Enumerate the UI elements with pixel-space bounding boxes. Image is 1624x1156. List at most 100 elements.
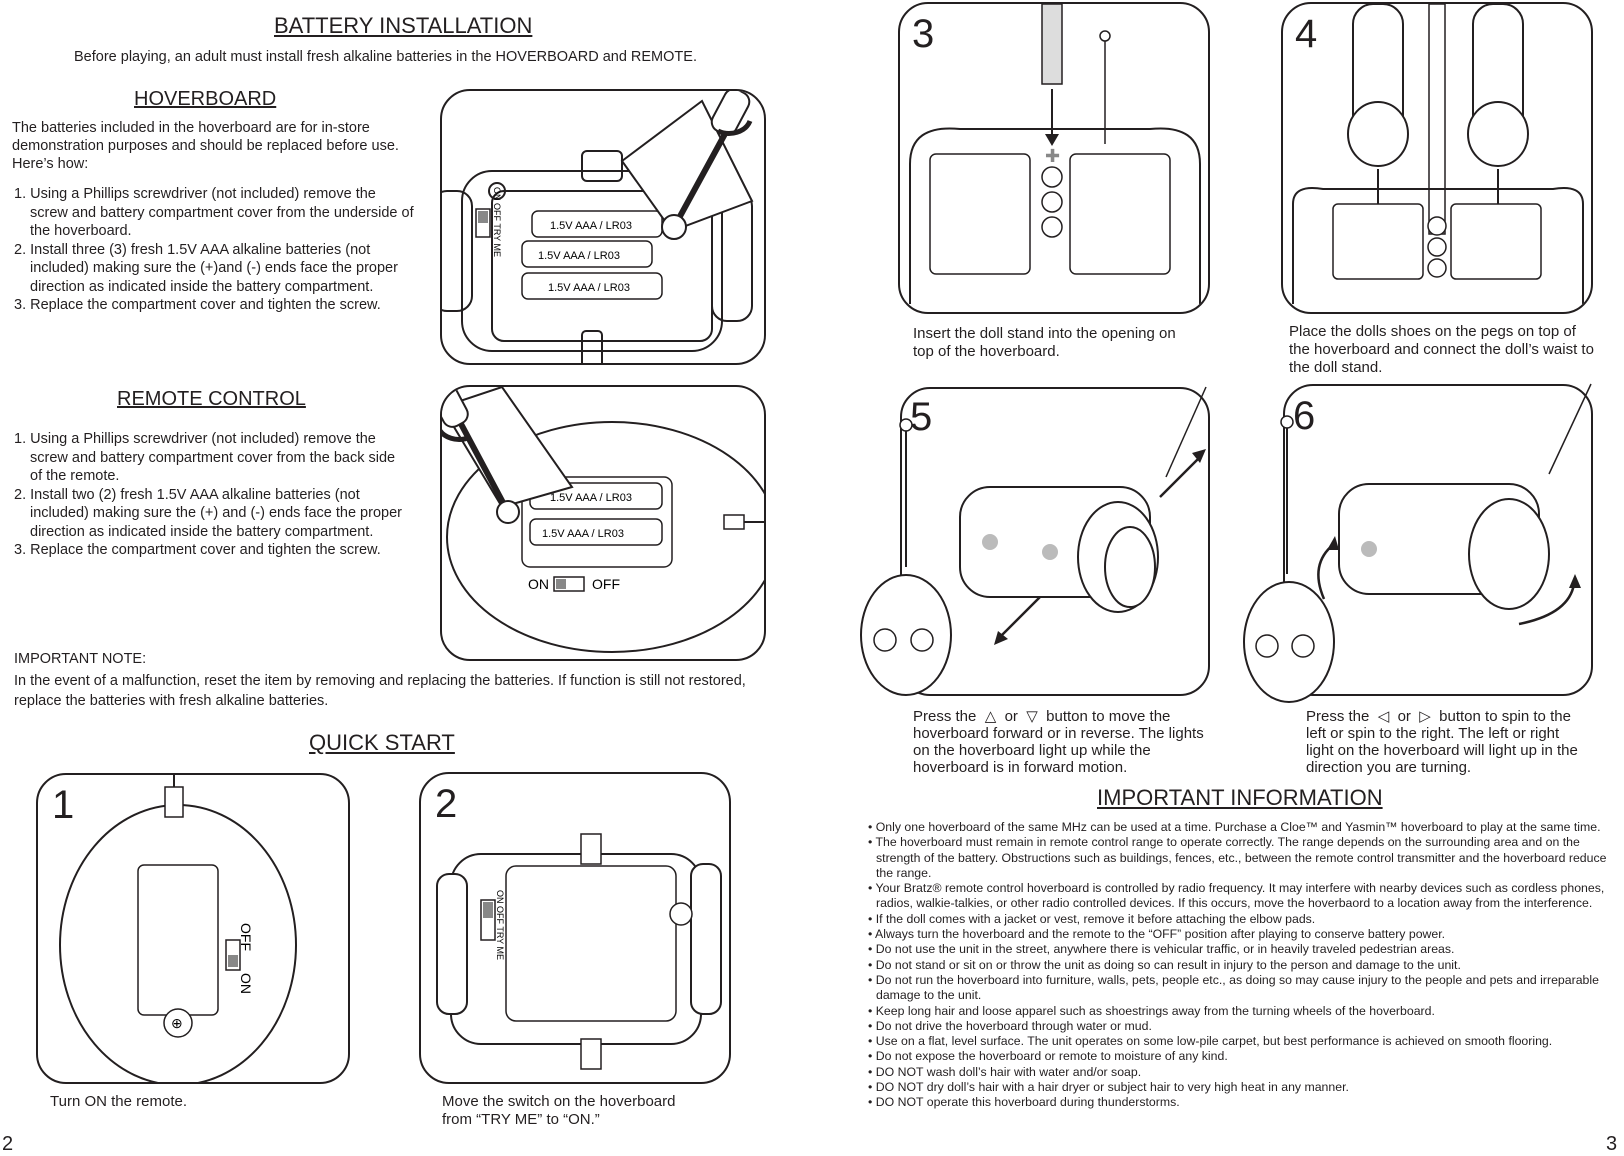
info-item: • If the doll comes with a jacket or ves…	[868, 911, 1316, 926]
info-item: • Do not drive the hoverboard through wa…	[868, 1018, 1152, 1033]
step-6-illustration: 6	[1237, 382, 1593, 703]
step-6-caption-b: button to spin to the left or spin to th…	[1306, 708, 1578, 776]
doll-stand-insert-drawing: ✚	[909, 4, 1201, 304]
remote-battery-label-1: 1.5V AAA / LR03	[550, 492, 632, 504]
remote-step-3: 3. Replace the compartment cover and tig…	[14, 542, 381, 558]
remote-battery-illustration: 1.5V AAA / LR03 1.5V AAA / LR03 ON OFF	[440, 385, 766, 661]
switch-label: ON OFF TRY ME	[492, 187, 502, 257]
step-4-number: 4	[1295, 12, 1318, 56]
quick-start-title: QUICK START	[309, 730, 455, 755]
step-1-caption: Turn ON the remote.	[50, 1093, 187, 1110]
step-1-off-label: OFF	[238, 923, 254, 951]
step-6-caption-a: Press the	[1306, 708, 1370, 725]
step-2-switch-label: ON OFF TRY ME	[495, 890, 505, 960]
info-item: • DO NOT wash doll’s hair with water and…	[868, 1064, 1142, 1079]
right-triangle-icon: ▷	[1415, 708, 1435, 725]
battery-label-1: 1.5V AAA / LR03	[550, 220, 632, 232]
step-5-caption-a: Press the	[913, 708, 977, 725]
down-arrow-icon	[1045, 134, 1059, 146]
screw-glyph: ⊕	[171, 1015, 183, 1031]
step-1-illustration: 1 ⊕ OFF ON	[36, 773, 350, 1084]
important-note-title: IMPORTANT NOTE:	[14, 651, 147, 667]
light-icon	[982, 534, 998, 550]
info-item: • Do not stand or sit on or throw the un…	[868, 957, 1461, 972]
info-item: • Your Bratz® remote control hoverboard …	[868, 881, 1605, 911]
step-1-on-label: ON	[238, 973, 254, 994]
forward-reverse-drawing	[860, 386, 1207, 696]
screwdriver-icon	[661, 91, 751, 240]
page-number-left: 2	[2, 1133, 14, 1155]
rotate-arrow-icon	[716, 119, 753, 136]
step-6-caption-or: or	[1397, 708, 1411, 725]
doll-shoes-pegs-drawing	[1292, 4, 1584, 304]
info-item: • DO NOT operate this hoverboard during …	[868, 1095, 1180, 1110]
page-number-right: 3	[1606, 1133, 1618, 1155]
info-item: • Use on a flat, level surface. The unit…	[868, 1034, 1553, 1049]
step-3-number: 3	[912, 12, 935, 56]
remote-screwdriver-icon	[442, 387, 520, 524]
intro-text: Before playing, an adult must install fr…	[74, 49, 697, 65]
hoverboard-steps: 1. Using a Phillips screwdriver (not inc…	[14, 185, 414, 315]
step-2-number: 2	[435, 782, 458, 826]
hoverboard-battery-illustration: ON OFF TRY ME 1.5V AAA / LR03 1.5V AAA /…	[440, 89, 766, 365]
info-item: • Do not expose the hoverboard or remote…	[868, 1049, 1228, 1064]
remote-rotate-arrow-icon	[442, 429, 472, 442]
hoverboard-intro: The batteries included in the hoverboard…	[12, 120, 399, 172]
hoverboard-underside-drawing: ON OFF TRY ME 1.5V AAA / LR03 1.5V AAA /…	[442, 91, 754, 363]
info-item: • The hoverboard must remain in remote c…	[868, 835, 1607, 880]
step-5-number: 5	[910, 395, 933, 439]
remote-step-1: 1. Using a Phillips screwdriver (not inc…	[14, 431, 396, 484]
remote-steps: 1. Using a Phillips screwdriver (not inc…	[14, 430, 409, 560]
battery-label-3: 1.5V AAA / LR03	[548, 282, 630, 294]
info-item: • Do not run the hoverboard into furnitu…	[868, 972, 1599, 1003]
info-item: • Keep long hair and loose apparel such …	[868, 1003, 1435, 1018]
info-item: • Only one hoverboard of the same MHz ca…	[868, 820, 1601, 834]
forward-arrow-icon	[1192, 449, 1206, 463]
spin-light-icon	[1361, 541, 1377, 557]
important-note-text: In the event of a malfunction, reset the…	[14, 673, 746, 709]
hoverboard-switch-drawing: ON OFF TRY ME	[436, 833, 722, 1070]
step-5-illustration: 5	[858, 385, 1210, 696]
step-5-caption-b: button to move the hoverboard forward or…	[913, 708, 1204, 776]
remote-on-label: ON	[528, 576, 549, 592]
step-6-frame	[1283, 384, 1593, 696]
step-5-frame	[900, 387, 1210, 696]
spin-left-arrow-icon	[1327, 536, 1339, 550]
hoverboard-step-2: 2. Install three (3) fresh 1.5V AAA alka…	[14, 241, 398, 295]
up-triangle-icon: △	[980, 708, 1001, 725]
down-triangle-icon: ▽	[1022, 708, 1042, 725]
step-6-caption: Press the ◁ or ▷ button to spin to the l…	[1306, 708, 1586, 776]
battery-installation-title: BATTERY INSTALLATION	[274, 13, 533, 38]
remote-front-drawing: ⊕ OFF ON	[59, 775, 297, 1082]
remote-battery-label-2: 1.5V AAA / LR03	[542, 528, 624, 540]
important-information-list: • Only one hoverboard of the same MHz ca…	[866, 820, 1618, 1111]
info-item: • DO NOT dry doll’s hair with a hair dry…	[868, 1080, 1349, 1095]
important-information-title: IMPORTANT INFORMATION	[1097, 785, 1383, 810]
hoverboard-step-3: 3. Replace the compartment cover and tig…	[14, 297, 381, 313]
spin-drawing	[1243, 383, 1592, 703]
hoverboard-step-1: 1. Using a Phillips screwdriver (not inc…	[14, 186, 414, 239]
battery-label-2: 1.5V AAA / LR03	[538, 250, 620, 262]
step-4-caption: Place the dolls shoes on the pegs on top…	[1289, 323, 1594, 376]
step-3-illustration: 3 ✚	[898, 2, 1210, 314]
plus-icon: ✚	[1045, 146, 1060, 166]
step-5-caption-or: or	[1004, 708, 1018, 725]
remote-off-label: OFF	[592, 576, 620, 592]
left-triangle-icon: ◁	[1373, 708, 1394, 725]
reverse-arrow-icon	[994, 631, 1008, 645]
remote-control-title: REMOTE CONTROL	[117, 388, 306, 410]
info-item: • Do not use the unit in the street, any…	[868, 942, 1455, 957]
step-1-number: 1	[52, 783, 75, 827]
step-5-caption: Press the △ or ▽ button to move the hove…	[913, 708, 1213, 776]
spin-right-arrow-icon	[1569, 574, 1581, 588]
remote-back-drawing: 1.5V AAA / LR03 1.5V AAA / LR03 ON OFF	[442, 387, 764, 653]
step-6-number: 6	[1293, 394, 1316, 438]
info-item: • Always turn the hoverboard and the rem…	[868, 927, 1446, 942]
step-2-caption: Move the switch on the hoverboard from “…	[442, 1093, 676, 1128]
step-4-illustration: 4	[1281, 2, 1593, 314]
light-icon-2	[1042, 544, 1058, 560]
hoverboard-title: HOVERBOARD	[134, 88, 277, 110]
step-3-caption: Insert the doll stand into the opening o…	[913, 325, 1176, 360]
remote-step-2: 2. Install two (2) fresh 1.5V AAA alkali…	[14, 486, 402, 540]
step-2-illustration: 2 ON OFF TRY ME	[419, 772, 731, 1084]
